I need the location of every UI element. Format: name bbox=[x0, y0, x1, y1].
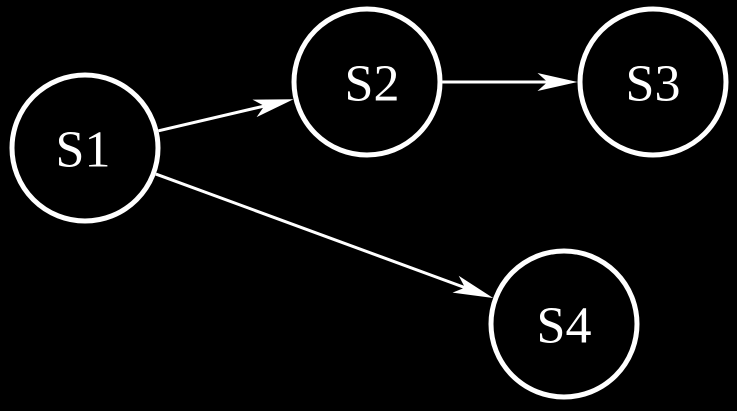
node-s4: S4 bbox=[488, 248, 640, 400]
node-s2-circle bbox=[291, 6, 443, 158]
node-s3-label: S3 bbox=[626, 56, 681, 113]
edge-s1-to-s2 bbox=[158, 99, 294, 133]
node-s2-label: S2 bbox=[345, 56, 400, 113]
edge-s1-to-s4-arrowhead-icon bbox=[452, 275, 494, 298]
node-s2: S2 bbox=[291, 6, 443, 158]
node-s1-label: S1 bbox=[56, 122, 111, 179]
node-s3-circle bbox=[577, 6, 729, 158]
node-s3: S3 bbox=[577, 6, 729, 158]
edge-s2-to-s3-arrowhead-icon bbox=[537, 73, 578, 91]
edge-s1-to-s2-line bbox=[158, 104, 265, 133]
node-s1: S1 bbox=[9, 72, 161, 224]
edge-s1-to-s4-line bbox=[155, 172, 466, 290]
node-s4-circle bbox=[488, 248, 640, 400]
node-s1-circle bbox=[9, 72, 161, 224]
edges bbox=[155, 73, 578, 298]
edge-s1-to-s4 bbox=[155, 172, 494, 298]
edge-s1-to-s2-arrowhead-icon bbox=[252, 99, 294, 118]
node-s4-label: S4 bbox=[537, 298, 592, 355]
edge-s2-to-s3 bbox=[442, 73, 578, 91]
